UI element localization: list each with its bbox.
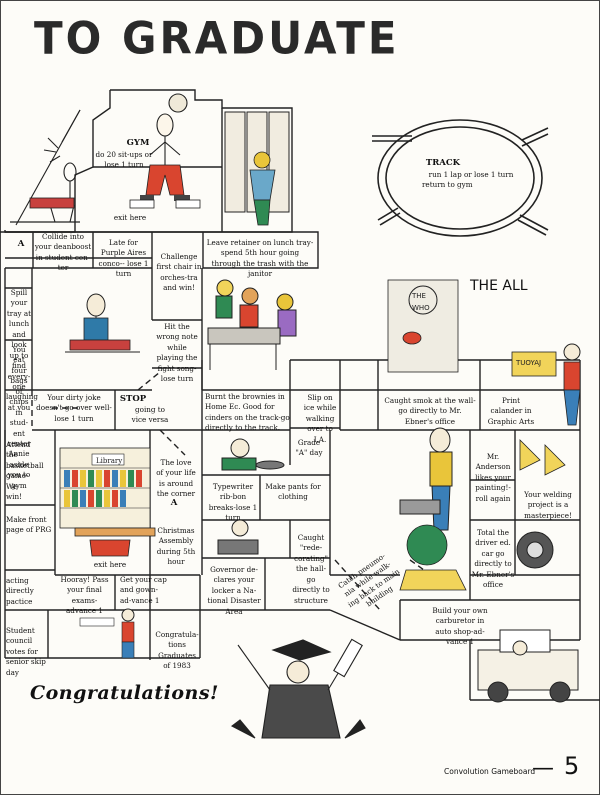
late-space: Late for Purple Aires conco-- lose 1 tur… <box>98 238 149 279</box>
collide-letter: A <box>17 239 25 249</box>
hooray-space: Hooray! Pass your final exams-advance 1 <box>60 575 109 616</box>
track-return: return to gym <box>422 180 473 189</box>
slip-ice-space: Slip on ice while walking over to I.A. <box>303 393 337 444</box>
congratulations-heading: Congratulations! <box>30 682 219 704</box>
christmas-space: Christmas Assembly during 5th hour <box>156 526 196 567</box>
welding-space: Your welding project is a masterpiece! <box>524 490 572 520</box>
governor-space: Governor de-clares your locker a Na-tion… <box>207 565 261 616</box>
pants-space: Make pants for clothing <box>265 482 321 502</box>
brownies-space: Burnt the brownies in Home Ec. Good for … <box>205 392 290 433</box>
gym-exit: exit here <box>113 213 147 222</box>
print-calendar-space: Print calander in Graphic Arts <box>487 396 535 426</box>
svg-text:WHO: WHO <box>412 304 430 312</box>
the-all-text: THE ALL <box>470 278 528 294</box>
hit-note-space: Hit the wrong note while playing the fig… <box>156 322 198 384</box>
gym-text: do 20 sit-ups or lose 1 turn <box>95 150 153 170</box>
congratulations-space: Congratula-tions Graduates of 1983 <box>155 630 199 671</box>
page-title: TO GRADUATE <box>34 12 400 65</box>
basketball-space: Attend the basketball game-We win! <box>6 440 44 502</box>
stop-label: STOP <box>119 394 147 404</box>
dirty-joke-space: Your dirty joke doesn't go over well-los… <box>36 393 112 423</box>
track-text: run 1 lap or lose 1 turn <box>428 170 514 179</box>
total-car-space: Total the driver ed. car go directly to … <box>471 528 515 590</box>
anderson-space: Mr. Anderson likes your painting!-roll a… <box>475 452 511 503</box>
page-number: 5 <box>564 752 580 780</box>
cap-gown-space: Get your cap and gown-ad-vance 1 <box>120 575 167 605</box>
svg-text:THE: THE <box>411 292 426 300</box>
stop-text: going to vice versa <box>131 405 169 425</box>
acting-space: acting directly pactice <box>6 576 34 606</box>
spill-space: Spill your tray at lunch and look up to … <box>6 288 38 412</box>
challenge-space: Challenge first chair in orches-tra and … <box>156 252 202 293</box>
front-page-space: Make front page of PRG <box>6 515 52 535</box>
love-space: The love of your life is around the corn… <box>156 458 196 499</box>
gym-label: GYM <box>126 138 150 148</box>
svg-text:TUOYAJ: TUOYAJ <box>515 359 541 367</box>
footer-dash: — <box>532 756 554 781</box>
carburetor-space: Build your own carburetor in auto shop-a… <box>432 606 488 647</box>
retainer-space: Leave retainer on lunch tray-spend 5th h… <box>206 238 314 279</box>
svg-text:Library: Library <box>96 457 122 465</box>
caught-redecorating-space: Caught "rede-corating" the hall-go direc… <box>292 533 330 605</box>
grade-a-space: Grade "A" day <box>295 438 323 458</box>
love-letter: A <box>170 498 178 508</box>
track-label: TRACK <box>425 158 461 168</box>
library-exit: exit here <box>93 560 127 569</box>
footer-label: Convolution Gameboard <box>444 767 536 776</box>
council-space: Student council votes for senior skip da… <box>6 626 46 677</box>
typewriter-space: Typewriter rib-bon breaks-lose 1 turn <box>208 482 258 523</box>
caught-smoking-space: Caught smok at the wall-go directly to M… <box>384 396 476 426</box>
chips-space: You eat four bags of chips in stud-ent c… <box>7 345 31 490</box>
collide-space: Collide into your deanboost in student c… <box>34 232 92 273</box>
